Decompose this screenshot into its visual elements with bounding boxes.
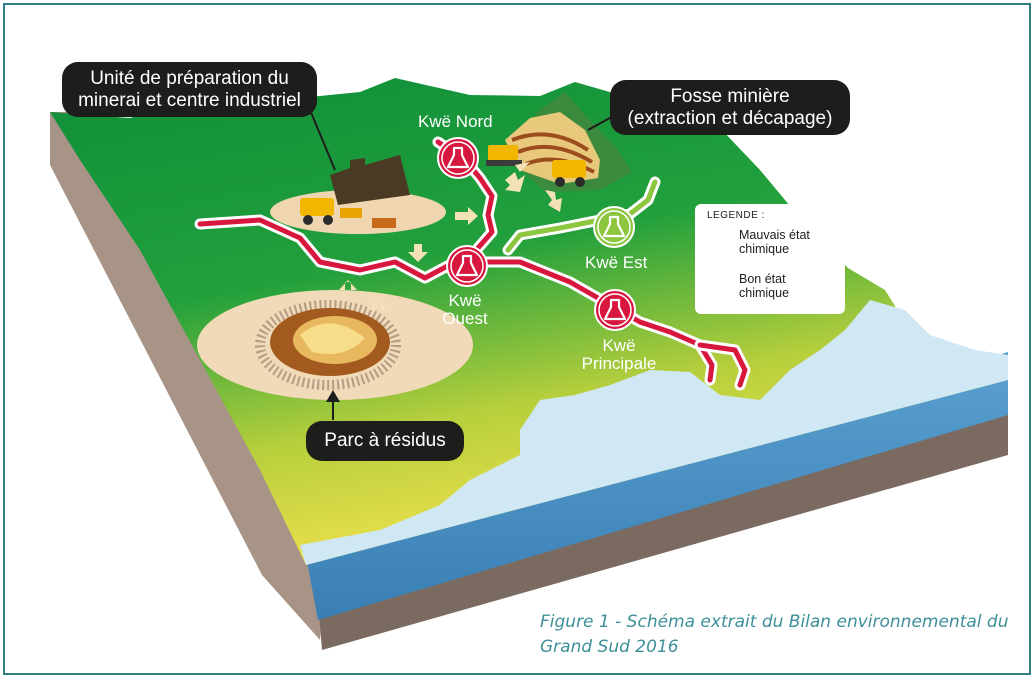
dump-truck [300, 198, 334, 216]
callout-tailings: Parc à résidus [306, 421, 464, 461]
flask-icon [455, 254, 479, 277]
soil-left-face [50, 112, 322, 640]
callout-processing-plant: Unité de préparation du minerai et centr… [62, 62, 317, 117]
figure-caption: Figure 1 - Schéma extrait du Bilan envir… [540, 612, 1009, 657]
site-marker-kw-est [593, 206, 635, 248]
legend-title: LEGENDE : [707, 210, 765, 221]
legend-bad-label: Mauvais état chimique [739, 228, 810, 256]
lagoon [300, 300, 1008, 565]
flow-arrows [339, 162, 562, 310]
legend: LEGENDE : Mauvais état chimique Bon état… [695, 204, 845, 314]
site-label-kwe-est: Kwë Est [585, 253, 648, 272]
factory-building [330, 155, 410, 205]
haul-truck [552, 160, 586, 178]
site-marker-kw-ouest [446, 245, 488, 287]
site-marker-kw-principale [594, 289, 636, 331]
callout-mine-pit: Fosse minière (extraction et décapage) [610, 80, 850, 135]
site-label-kwe-ouest: Kwë Ouest [442, 291, 488, 328]
site-label-kwe-nord: Kwë Nord [418, 112, 493, 131]
flask-icon [446, 146, 470, 169]
excavator [488, 145, 518, 161]
pointer-plant [309, 109, 336, 171]
flask-icon [602, 215, 626, 238]
site-marker-kw-nord [437, 137, 479, 179]
legend-good-label: Bon état chimique [739, 272, 790, 300]
flask-icon [603, 298, 627, 321]
site-label-kwe-principale: Kwë Principale [581, 336, 657, 373]
